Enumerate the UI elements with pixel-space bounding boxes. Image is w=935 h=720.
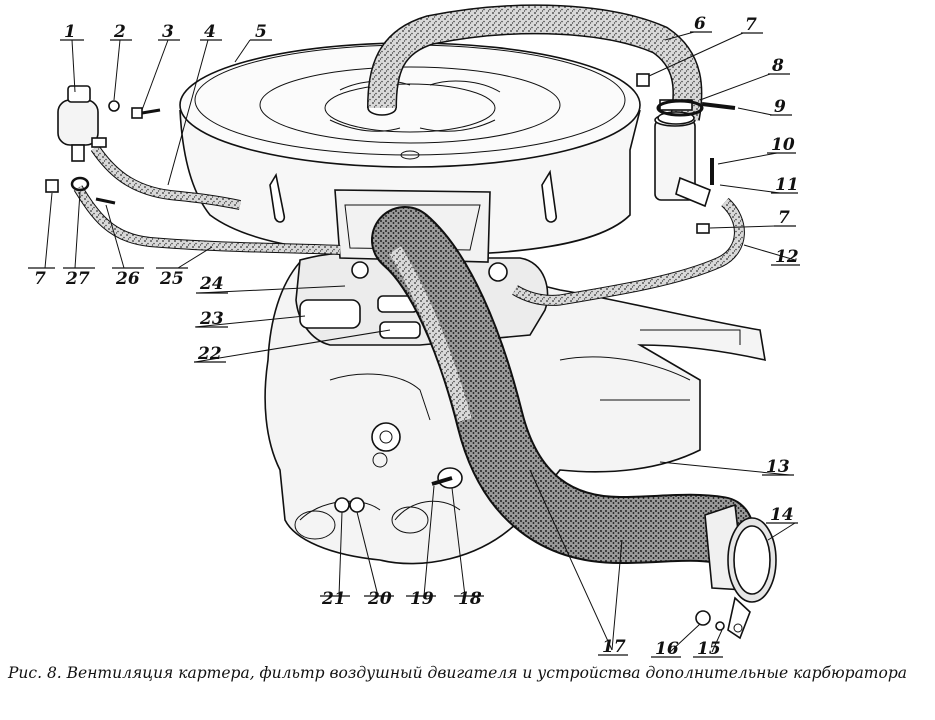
nut-7-left	[45, 179, 59, 193]
callout-7-right: 7	[778, 208, 790, 228]
screw-3	[131, 107, 161, 119]
callout-16: 16	[655, 639, 679, 659]
callout-11: 11	[775, 175, 799, 195]
callout-7-top: 7	[745, 15, 757, 35]
callout-12: 12	[775, 247, 799, 267]
washer-20	[349, 497, 365, 513]
callout-2: 2	[113, 22, 126, 42]
callout-numbers: 1 2 3 4 5 6 7 8 9 10 11 7 12 7 27 26 25 …	[28, 14, 800, 659]
nut-stud-18-19	[431, 467, 463, 489]
intake-hose-17	[371, 206, 754, 565]
washer-15	[715, 621, 725, 631]
leader-lines	[44, 31, 796, 653]
callout-4: 4	[204, 22, 216, 42]
callout-21: 21	[321, 589, 346, 609]
nut-16	[695, 610, 711, 626]
air-filter-housing	[179, 42, 711, 263]
vent-hoses-left	[73, 145, 341, 255]
air-intake-funnel-14	[704, 503, 777, 640]
callout-8: 8	[771, 56, 784, 76]
callout-19: 19	[410, 589, 434, 609]
callout-24: 24	[199, 274, 224, 294]
callout-5: 5	[255, 22, 267, 42]
callout-18: 18	[458, 589, 482, 609]
callout-13: 13	[766, 457, 790, 477]
callout-6: 6	[694, 14, 706, 34]
callout-20: 20	[367, 589, 392, 609]
callout-3: 3	[162, 22, 174, 42]
screw-26	[95, 197, 116, 205]
callout-17: 17	[602, 637, 626, 657]
clamp-27	[70, 176, 90, 192]
nut-7-top	[636, 73, 650, 87]
screw-9	[701, 102, 736, 110]
callout-27: 27	[65, 269, 90, 289]
valve-1	[57, 85, 107, 162]
callout-10: 10	[771, 135, 795, 155]
callout-22: 22	[197, 344, 222, 364]
clamp-8	[656, 99, 704, 117]
callout-1: 1	[64, 22, 76, 42]
figure-caption: Рис. 8. Вентиляция картера, фильтр возду…	[8, 664, 907, 682]
callout-9: 9	[774, 97, 786, 117]
washer-2	[108, 100, 120, 112]
callout-26: 26	[115, 269, 140, 289]
callout-14: 14	[770, 505, 794, 525]
vent-hose-12	[512, 197, 745, 306]
nut-7-right	[696, 223, 710, 234]
nut-21	[334, 497, 350, 513]
breather-hose-6	[367, 4, 703, 125]
callout-25: 25	[159, 269, 184, 289]
callout-15: 15	[697, 639, 721, 659]
callout-23: 23	[199, 309, 224, 329]
callout-7-left: 7	[34, 269, 46, 289]
